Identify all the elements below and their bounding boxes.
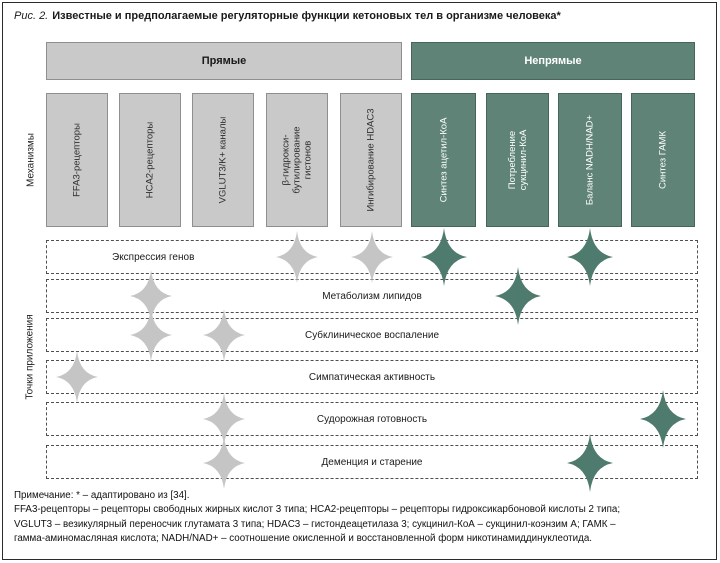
row-sympathetic-activity: Симпатическая активность xyxy=(46,360,698,394)
figure-title: Рис. 2.Известные и предполагаемые регуля… xyxy=(14,10,561,22)
axis-label-application-points: Точки приложения xyxy=(24,314,36,400)
column-succinyl-coa-consumption: Потребление сукцинил-КоА xyxy=(486,93,549,227)
column-label: β-гидрокси- бутилирование гистонов xyxy=(280,126,314,194)
row-label: Деменция и старение xyxy=(321,456,423,468)
column-label: HCA2-рецепторы xyxy=(144,121,156,199)
column-acetyl-coa-synthesis: Синтез ацетил-КоА xyxy=(411,93,476,227)
column-label: Синтез ацетил-КоА xyxy=(438,117,449,203)
group-header-indirect-label: Непрямые xyxy=(524,55,582,67)
row-label: Субклиническое воспаление xyxy=(304,329,440,341)
column-ffa3-receptors: FFA3-рецепторы xyxy=(46,93,108,227)
column-bhb-histones: β-гидрокси- бутилирование гистонов xyxy=(266,93,328,227)
row-seizure-readiness: Судорожная готовность xyxy=(46,402,698,436)
column-label: FFA3-рецепторы xyxy=(71,123,83,197)
group-header-direct: Прямые xyxy=(46,42,402,80)
column-hca2-receptors: HCA2-рецепторы xyxy=(119,93,181,227)
column-gaba-synthesis: Синтез ГАМК xyxy=(631,93,695,227)
axis-label-mechanisms: Механизмы xyxy=(25,133,37,187)
figure-title-text: Известные и предполагаемые регуляторные … xyxy=(52,10,561,22)
group-header-direct-label: Прямые xyxy=(201,55,247,67)
column-label: Потребление сукцинил-КоА xyxy=(506,129,529,191)
row-label: Метаболизм липидов xyxy=(322,290,422,302)
column-label: VGLUT3/K+ каналы xyxy=(217,116,229,204)
column-vglut3-channels: VGLUT3/K+ каналы xyxy=(192,93,254,227)
row-label: Симпатическая активность xyxy=(308,371,436,383)
column-label: Баланс NADH/NAD+ xyxy=(584,114,596,206)
row-label: Судорожная готовность xyxy=(316,413,428,425)
row-dementia-aging: Деменция и старение xyxy=(46,445,698,479)
column-label: Синтез ГАМК xyxy=(657,130,669,190)
row-label: Экспрессия генов xyxy=(112,251,195,263)
footnote: Примечание: * – адаптировано из [34]. FF… xyxy=(14,490,621,545)
row-gene-expression: Экспрессия генов xyxy=(46,240,698,274)
column-nadh-nad-balance: Баланс NADH/NAD+ xyxy=(558,93,622,227)
column-hdac3-inhibition: Ингибирование HDAC3 xyxy=(340,93,402,227)
row-lipid-metabolism: Метаболизм липидов xyxy=(46,279,698,313)
row-subclinical-inflammation: Субклиническое воспаление xyxy=(46,318,698,352)
figure-number: Рис. 2. xyxy=(14,10,49,22)
group-header-indirect: Непрямые xyxy=(411,42,695,80)
column-label: Ингибирование HDAC3 xyxy=(365,108,377,212)
